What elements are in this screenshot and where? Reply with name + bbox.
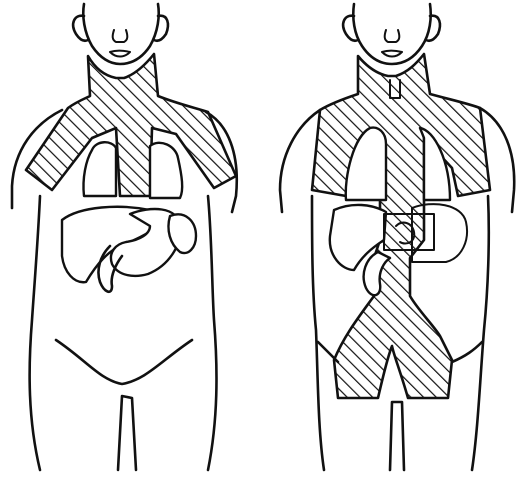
right-figure	[280, 4, 514, 470]
right-leg-gap	[390, 402, 404, 470]
right-mouth	[382, 51, 402, 57]
left-belly-line	[56, 340, 192, 384]
left-torso-side-left	[208, 196, 216, 470]
left-leg-gap	[118, 396, 136, 470]
left-lung-right	[83, 142, 116, 196]
right-nose	[385, 30, 400, 42]
left-lung-left	[150, 143, 182, 198]
right-torso-side-left	[472, 196, 489, 470]
right-belly-line-right	[318, 342, 338, 362]
left-figure	[12, 4, 237, 470]
left-nose	[113, 30, 128, 42]
right-torso-side-right	[312, 196, 324, 470]
left-mouth	[110, 51, 130, 57]
right-belly-line-left	[452, 342, 482, 362]
left-hatched-neck-shoulders	[26, 54, 236, 196]
left-torso-side-right	[30, 196, 40, 470]
right-head-outline	[353, 4, 430, 64]
left-head-outline	[83, 4, 158, 64]
